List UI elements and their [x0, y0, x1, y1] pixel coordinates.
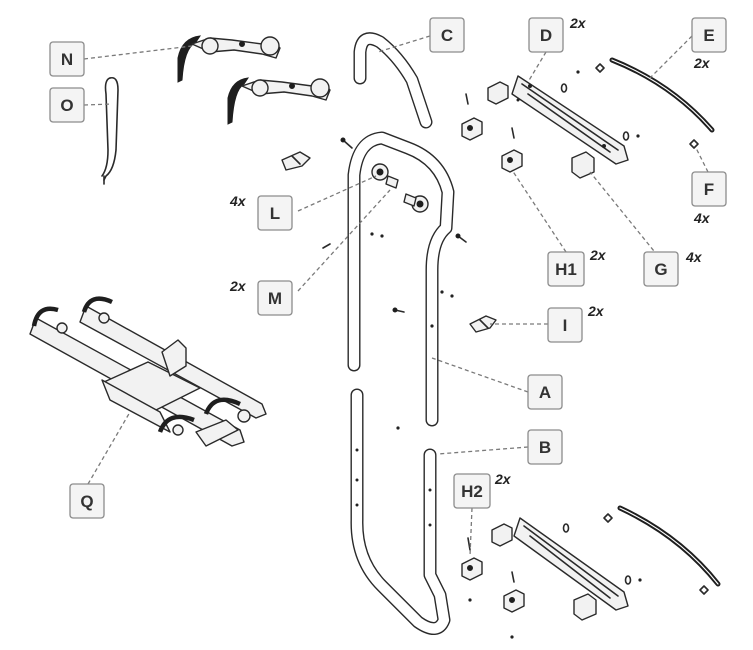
svg-text:2x: 2x [229, 278, 247, 294]
svg-text:F: F [704, 180, 714, 199]
part-d-mounting-plate [461, 75, 629, 179]
svg-text:4x: 4x [229, 193, 247, 209]
leader-lines [83, 35, 709, 557]
svg-text:2x: 2x [587, 303, 605, 319]
svg-text:A: A [539, 383, 551, 402]
part-l-clip [281, 151, 311, 171]
part-b-lower-frame [350, 388, 514, 639]
part-e-strip [609, 57, 715, 133]
svg-text:E: E [703, 26, 714, 45]
svg-text:D: D [540, 26, 552, 45]
svg-text:2x: 2x [693, 55, 711, 71]
label-n: N [49, 41, 85, 77]
label-h2: H2 2x [453, 471, 512, 509]
label-d: D 2x [528, 15, 587, 53]
label-l: L 4x [229, 193, 293, 231]
svg-text:N: N [61, 50, 73, 69]
part-f-washers [560, 63, 699, 149]
label-b: B [527, 429, 563, 465]
svg-text:2x: 2x [569, 15, 587, 31]
label-i: I 2x [547, 303, 605, 343]
part-c-curved-tube [353, 32, 433, 129]
part-i-clip [469, 315, 497, 333]
svg-text:L: L [270, 204, 280, 223]
part-o-strap [101, 76, 119, 185]
label-f: F 4x [691, 171, 727, 226]
svg-text:H2: H2 [461, 482, 483, 501]
part-a-upper-frame [347, 131, 455, 427]
label-c: C [429, 17, 465, 53]
svg-text:O: O [60, 96, 73, 115]
label-e: E 2x [691, 17, 727, 71]
svg-text:C: C [441, 26, 453, 45]
svg-text:M: M [268, 289, 282, 308]
svg-text:4x: 4x [685, 249, 703, 265]
svg-text:B: B [539, 438, 551, 457]
svg-text:2x: 2x [589, 247, 607, 263]
part-n-bike-arms [177, 35, 331, 125]
label-g: G 4x [643, 249, 703, 287]
label-q: Q [69, 483, 105, 519]
svg-text:2x: 2x [494, 471, 512, 487]
label-m: M 2x [229, 278, 293, 316]
knob-m-2 [403, 193, 429, 213]
svg-text:4x: 4x [693, 210, 711, 226]
lower-mounting-plate [461, 505, 721, 621]
label-a: A [527, 374, 563, 410]
svg-text:H1: H1 [555, 260, 577, 279]
svg-text:I: I [563, 316, 568, 335]
svg-text:G: G [654, 260, 667, 279]
part-q-wheel-carrier [29, 296, 267, 447]
label-o: O [49, 87, 85, 123]
screws-a [322, 137, 467, 313]
label-h1: H1 2x [547, 247, 607, 287]
svg-text:Q: Q [80, 492, 93, 511]
